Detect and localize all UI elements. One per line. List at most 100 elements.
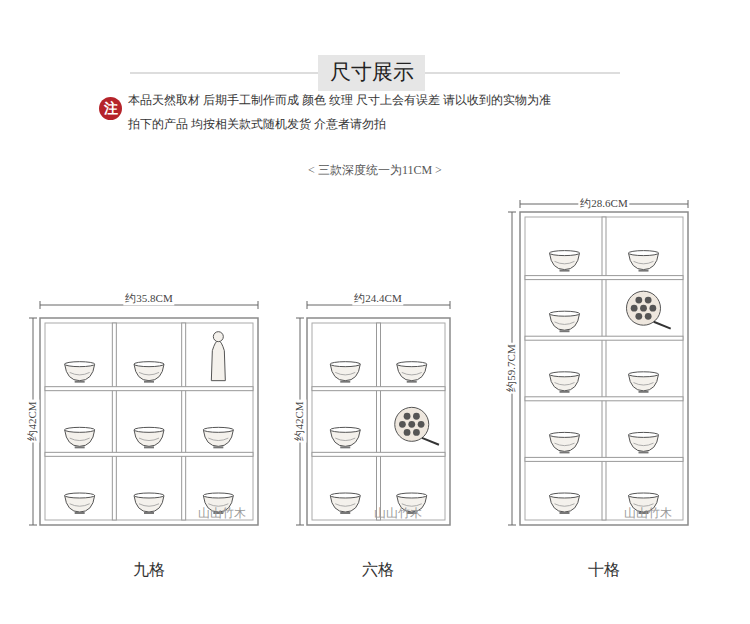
figurine [211,341,225,381]
dimension-tick [520,200,521,208]
lotus-hole [640,305,647,312]
bowl-rim [550,251,580,256]
dimension-tick [688,200,689,208]
shelf-board [45,387,253,391]
lotus-hole [649,305,656,312]
dimension-width: 约24.4CM [352,292,403,305]
shelf-board [525,457,683,461]
shelf-board [312,452,445,456]
shelf-divider [182,323,186,520]
lotus-hole [631,305,638,312]
bowl-glaze [555,322,575,324]
note-badge: 注 [99,97,122,120]
bowl-foot [75,381,85,383]
bowl-glaze [634,443,654,445]
bowl-rim [629,432,659,437]
shelf-caption: 六格 [362,560,394,579]
bowl-foot [144,512,154,514]
plate-stand [422,438,439,445]
lotus-hole [635,297,642,304]
dimension-tick [29,525,37,526]
bowl-foot [75,446,85,448]
dimension-tick [508,212,516,213]
bowl-glaze [335,438,355,440]
dimension-width: 约35.8CM [123,292,174,305]
shelf-board [525,276,683,280]
bowl-glaze [335,372,355,374]
shelf-divider [112,323,116,520]
shelf-board [312,387,445,391]
title-text: 尺寸展示 [330,60,414,85]
bowl-glaze [70,372,90,374]
bowl-rim [550,493,580,498]
dimension-tick [40,301,41,309]
dimension-width: 约28.6CM [578,197,629,210]
bowl-glaze [139,504,159,506]
bowl-rim [65,362,95,367]
bowl-glaze [70,438,90,440]
bowl-rim [134,362,164,367]
dimension-height: 约42CM [26,399,39,442]
lotus-hole [645,313,652,320]
shelf-board [525,336,683,340]
title-box: 尺寸展示 [318,55,425,91]
bowl-glaze [70,504,90,506]
shelf-frame-inner [312,323,445,520]
shelf-frame [307,318,450,525]
bowl-glaze [335,504,355,506]
note-text: 拍下的产品 均按相关款式随机发货 介意者请勿拍 [128,117,386,131]
shelf-frame-inner [45,323,253,520]
lotus-plate [395,407,429,441]
bowl-glaze [634,261,654,263]
lotus-hole [418,421,425,428]
lotus-hole [399,421,406,428]
bowl-rim [629,493,659,498]
bowl-foot [340,446,350,448]
bowl-foot [560,270,570,272]
bowl-foot [340,381,350,383]
title-rule [130,73,318,74]
shelf-board [45,452,253,456]
bowl-foot [144,446,154,448]
lotus-hole [404,413,411,420]
bowl-foot [560,512,570,514]
lotus-hole [645,297,652,304]
bowl-rim [397,362,427,367]
dimension-tick [258,301,259,309]
watermark: 山山竹木 [624,506,672,520]
lotus-hole [413,429,420,436]
bowl-glaze [555,261,575,263]
shelf-frame [520,212,688,525]
bowl-rim [65,493,95,498]
bowl-glaze [139,372,159,374]
shelf-frame-inner [525,217,683,520]
lotus-hole [404,429,411,436]
bowl-glaze [555,504,575,506]
bowl-glaze [555,443,575,445]
bowl-foot [75,512,85,514]
dimension-tick [296,525,304,526]
shelf-board [525,397,683,401]
bowl-rim [330,493,360,498]
bowl-foot [560,391,570,393]
bowl-foot [639,451,649,453]
figurine-head [213,332,223,342]
bowl-rim [397,493,427,498]
bowl-glaze [208,438,228,440]
dimension-tick [307,301,308,309]
shelf-divider [377,323,381,520]
bowl-rim [203,493,233,498]
bowl-foot [213,446,223,448]
bowl-foot [144,381,154,383]
shelf-caption: 十格 [588,560,620,579]
bowl-glaze [634,383,654,385]
bowl-glaze [402,372,422,374]
lotus-hole [413,413,420,420]
bowl-rim [134,427,164,432]
bowl-rim [134,493,164,498]
dimension-tick [450,301,451,309]
depth-note: < 三款深度统一为11CM > [308,163,442,177]
bowl-rim [550,432,580,437]
bowl-foot [560,451,570,453]
badge-text: 注 [104,102,118,116]
